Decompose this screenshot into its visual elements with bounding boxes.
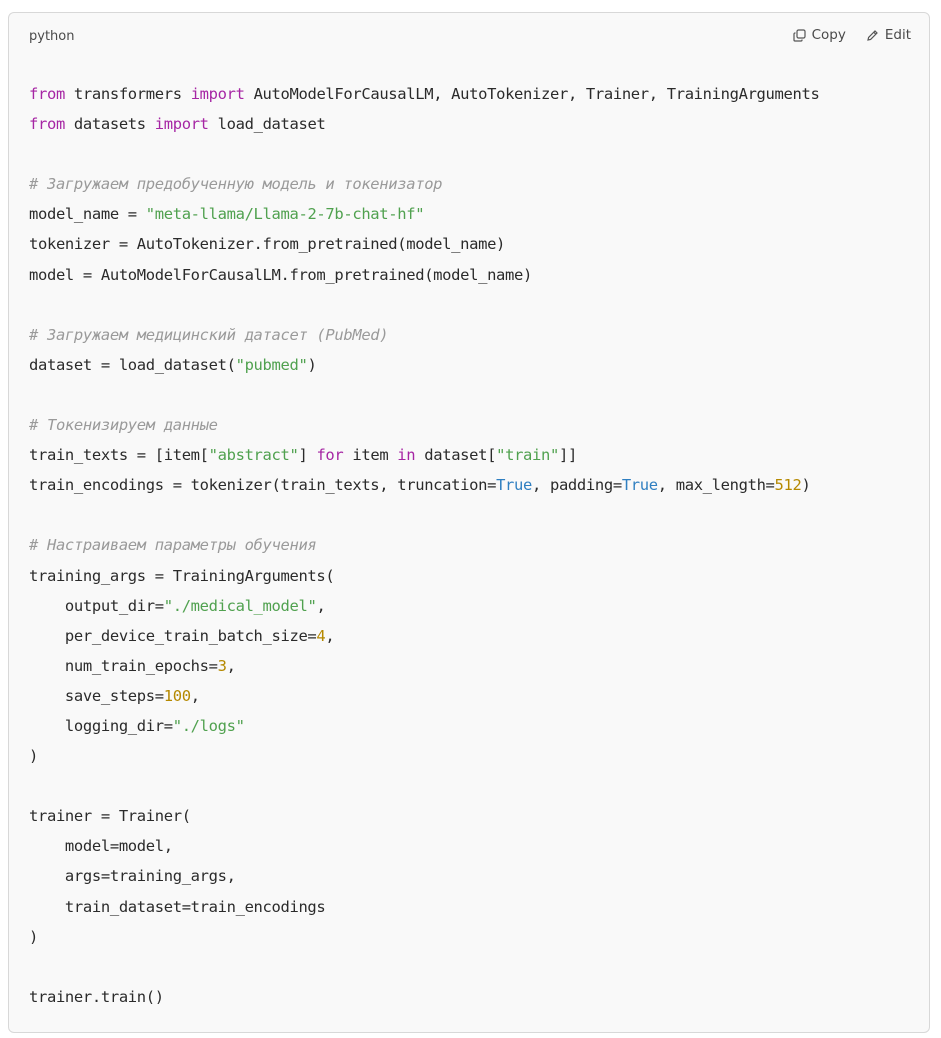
code-string: "abstract" xyxy=(208,446,299,465)
code-line: trainer = Trainer( xyxy=(29,801,819,831)
code-keyword: in xyxy=(397,446,416,465)
code-text: training_args = TrainingArguments( xyxy=(29,566,335,585)
code-number: 3 xyxy=(217,656,227,675)
code-text: ] xyxy=(298,446,317,465)
code-line: ) xyxy=(29,741,819,771)
copy-icon xyxy=(792,28,806,42)
code-actions: Copy Edit xyxy=(792,27,911,43)
code-text: model=model, xyxy=(29,837,173,856)
code-line: train_dataset=train_encodings xyxy=(29,892,819,922)
code-line: dataset = load_dataset("pubmed") xyxy=(29,350,819,380)
code-keyword: import xyxy=(190,85,245,103)
code-block: python Copy Edit xyxy=(8,12,930,1033)
edit-label: Edit xyxy=(884,27,911,43)
code-text: trainer = Trainer( xyxy=(29,807,191,826)
code-comment: # Загружаем медицинский датасет (PubMed) xyxy=(29,325,389,344)
code-line: output_dir="./medical_model", xyxy=(29,591,819,621)
code-line: ​ xyxy=(29,139,819,169)
code-string: "./logs" xyxy=(172,716,245,735)
code-text: ]] xyxy=(558,446,577,465)
edit-button[interactable]: Edit xyxy=(866,27,911,43)
code-line: train_encodings = tokenizer(train_texts,… xyxy=(29,470,819,500)
code-text: load_dataset xyxy=(208,115,326,134)
code-block-header: python Copy Edit xyxy=(9,13,929,61)
code-line: train_texts = [item["abstract"] for item… xyxy=(29,440,819,470)
code-text: per_device_train_batch_size= xyxy=(29,626,317,645)
code-boolean: True xyxy=(496,476,532,495)
code-line: ​ xyxy=(29,771,819,801)
code-line: # Загружаем медицинский датасет (PubMed) xyxy=(29,320,819,350)
code-text: model = AutoModelForCausalLM.from_pretra… xyxy=(29,265,532,284)
code-line: model_name = "meta-llama/Llama-2-7b-chat… xyxy=(29,199,819,229)
code-text: train_dataset=train_encodings xyxy=(29,897,326,916)
code-text: item xyxy=(343,446,398,465)
code-string: "meta-llama/Llama-2-7b-chat-hf" xyxy=(145,205,425,224)
code-content: from transformers import AutoModelForCau… xyxy=(29,79,820,1012)
code-text: , xyxy=(190,686,200,705)
code-line: from transformers import AutoModelForCau… xyxy=(29,79,820,109)
code-text: , xyxy=(316,596,326,615)
code-text: ) xyxy=(307,355,317,374)
code-text: , xyxy=(226,656,236,675)
code-line: per_device_train_batch_size=4, xyxy=(29,621,819,651)
code-boolean: True xyxy=(621,476,658,495)
code-comment: # Настраиваем параметры обучения xyxy=(29,536,317,555)
code-line: from datasets import load_dataset xyxy=(29,109,819,139)
code-text: dataset[ xyxy=(415,446,497,465)
code-text: tokenizer = AutoTokenizer.from_pretraine… xyxy=(29,235,506,254)
pencil-icon xyxy=(866,29,879,42)
code-text: dataset = load_dataset( xyxy=(29,355,236,374)
code-comment: # Токенизируем данные xyxy=(29,416,218,435)
code-line: args=training_args, xyxy=(29,861,819,891)
code-keyword: for xyxy=(316,446,344,465)
code-line: save_steps=100, xyxy=(29,681,819,711)
code-text: logging_dir= xyxy=(29,716,173,735)
code-line: logging_dir="./logs" xyxy=(29,711,819,741)
code-text: output_dir= xyxy=(29,596,164,615)
code-string: "train" xyxy=(496,446,559,465)
code-number: 512 xyxy=(774,476,802,495)
code-comment: # Загружаем предобученную модель и токен… xyxy=(29,175,443,194)
code-string: "./medical_model" xyxy=(163,596,317,615)
code-line: # Загружаем предобученную модель и токен… xyxy=(29,169,819,199)
copy-label: Copy xyxy=(811,27,846,43)
code-line: ​ xyxy=(29,290,819,320)
code-text: ) xyxy=(801,476,811,495)
code-text: datasets xyxy=(64,115,155,134)
code-line: training_args = TrainingArguments( xyxy=(29,561,819,591)
code-string: "pubmed" xyxy=(235,355,308,374)
code-text: train_texts = [item[ xyxy=(29,446,209,465)
code-text: ) xyxy=(29,927,38,946)
language-label: python xyxy=(29,29,75,44)
code-text: , xyxy=(325,626,335,645)
code-text: trainer.train() xyxy=(29,987,164,1006)
code-text: num_train_epochs= xyxy=(29,656,218,675)
code-line: trainer.train() xyxy=(29,982,819,1012)
code-text: ) xyxy=(29,747,38,766)
code-text: , max_length= xyxy=(657,476,775,495)
copy-button[interactable]: Copy xyxy=(792,27,846,43)
code-line: num_train_epochs=3, xyxy=(29,651,819,681)
code-keyword: from xyxy=(29,85,65,103)
code-line: ​ xyxy=(29,380,819,410)
code-line: ​ xyxy=(29,500,819,530)
code-line: # Настраиваем параметры обучения xyxy=(29,530,819,560)
code-line: ) xyxy=(29,922,819,952)
code-line: ​ xyxy=(29,952,819,982)
code-number: 100 xyxy=(163,686,191,705)
code-text: AutoModelForCausalLM, AutoTokenizer, Tra… xyxy=(244,85,820,103)
code-text: transformers xyxy=(64,85,191,103)
code-text: train_encodings = tokenizer(train_texts,… xyxy=(29,476,497,495)
code-line: # Токенизируем данные xyxy=(29,410,819,440)
code-text: model_name = xyxy=(29,205,146,224)
code-number: 4 xyxy=(316,626,326,645)
code-keyword: from xyxy=(29,115,65,134)
code-text: args=training_args, xyxy=(29,867,236,886)
code-text: save_steps= xyxy=(29,686,164,705)
code-keyword: import xyxy=(154,115,209,134)
code-text: , padding= xyxy=(532,476,622,495)
code-line: tokenizer = AutoTokenizer.from_pretraine… xyxy=(29,229,819,259)
code-line: model=model, xyxy=(29,831,819,861)
code-line: model = AutoModelForCausalLM.from_pretra… xyxy=(29,260,819,290)
